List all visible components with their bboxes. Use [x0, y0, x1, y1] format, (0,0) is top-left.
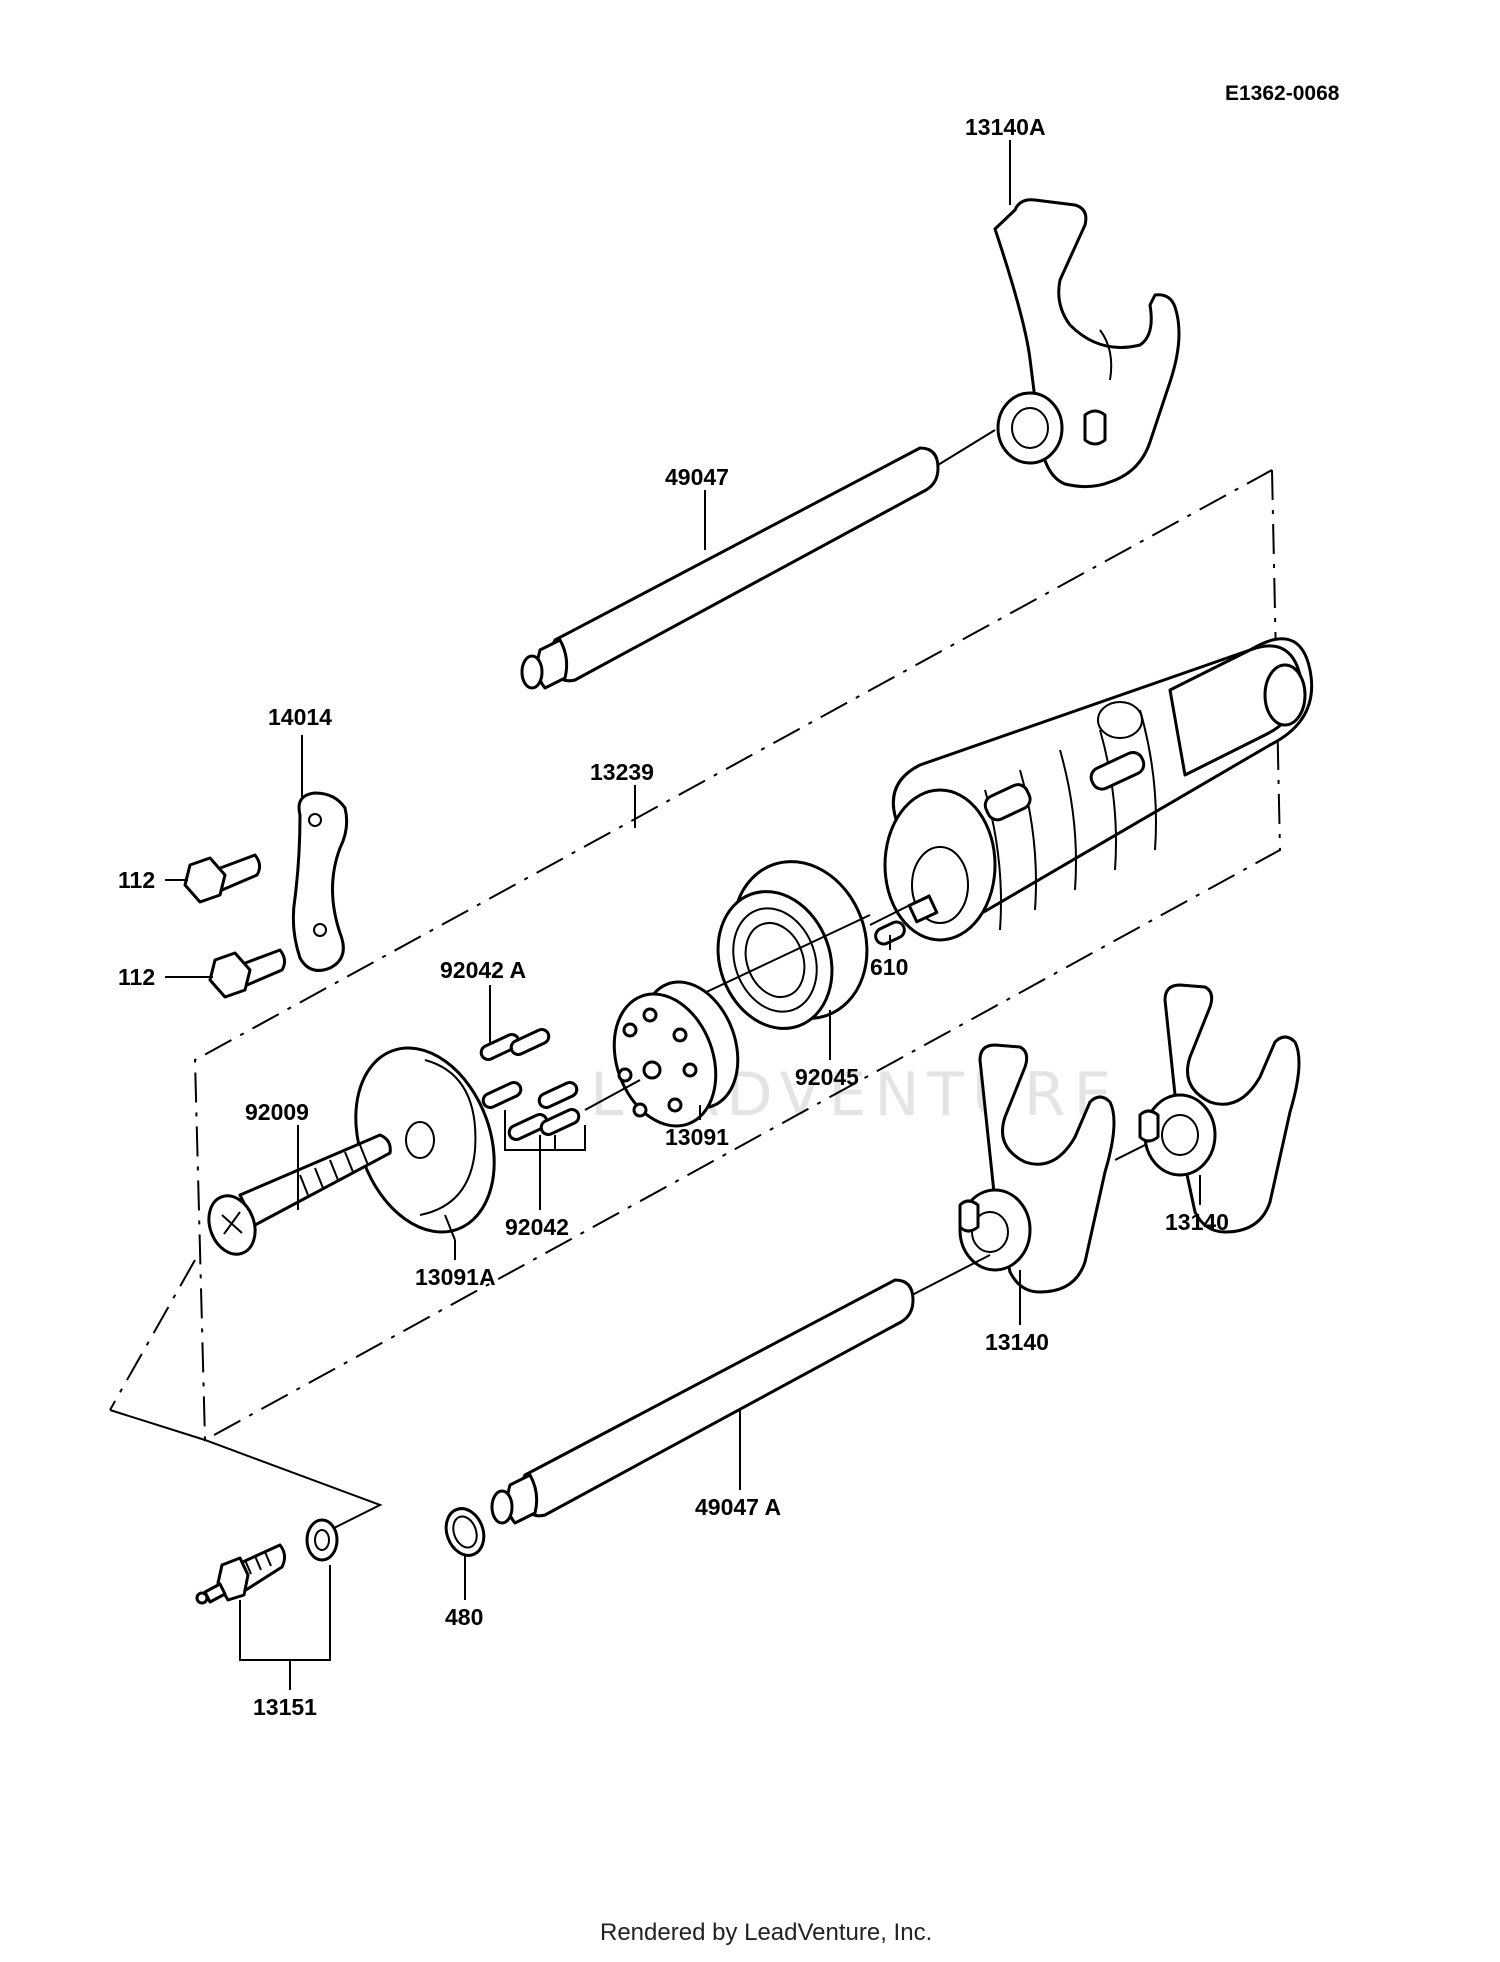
label-92042a: 92042 A	[440, 957, 526, 983]
neutral-switch-13151[interactable]	[195, 1518, 339, 1690]
plate-13091a[interactable]	[331, 1028, 518, 1251]
label-480: 480	[445, 1604, 483, 1630]
screw-92009[interactable]	[201, 1133, 392, 1261]
shift-shaft-49047a[interactable]	[490, 1254, 991, 1525]
label-92042: 92042	[505, 1214, 569, 1240]
bearing-92045[interactable]	[699, 843, 888, 1045]
drum-pin-610[interactable]	[869, 894, 931, 947]
assembly-frame	[109, 469, 1282, 1531]
label-13151: 13151	[253, 1694, 317, 1720]
label-13091: 13091	[665, 1124, 729, 1150]
label-14014: 14014	[268, 704, 332, 730]
label-112-upper: 112	[118, 867, 155, 893]
diagram-code: E1362-0068	[1225, 82, 1340, 105]
label-610: 610	[870, 954, 908, 980]
shift-fork-13140a[interactable]	[993, 198, 1181, 489]
label-92045: 92045	[795, 1064, 859, 1090]
holder-plate-14014[interactable]	[291, 791, 349, 972]
label-13091a: 13091A	[415, 1264, 496, 1290]
pins-92042[interactable]	[479, 985, 586, 1210]
label-112-lower: 112	[118, 964, 155, 990]
shift-fork-13140-right[interactable]	[1114, 983, 1301, 1234]
shift-fork-13140-mid[interactable]	[958, 1043, 1116, 1294]
bolt-112-upper[interactable]	[183, 853, 262, 904]
footer-credit: Rendered by LeadVenture, Inc.	[600, 1919, 932, 1946]
part-labels: 13140A 49047 13239 14014 112 112 92042 A…	[118, 114, 1229, 1720]
label-92009: 92009	[245, 1099, 309, 1125]
pin-holder-13091[interactable]	[584, 969, 755, 1141]
shift-drum[interactable]	[883, 637, 1314, 942]
circlip-480[interactable]	[440, 1503, 490, 1560]
bolt-112-lower[interactable]	[208, 948, 287, 999]
label-13140-right: 13140	[1165, 1209, 1229, 1235]
label-13140-mid: 13140	[985, 1329, 1049, 1355]
leader-lines	[165, 140, 1201, 1600]
label-49047: 49047	[665, 464, 729, 490]
label-49047a: 49047 A	[695, 1494, 781, 1520]
shift-shaft-49047[interactable]	[520, 429, 996, 690]
label-13140a: 13140A	[965, 114, 1046, 140]
label-13239: 13239	[590, 759, 654, 785]
